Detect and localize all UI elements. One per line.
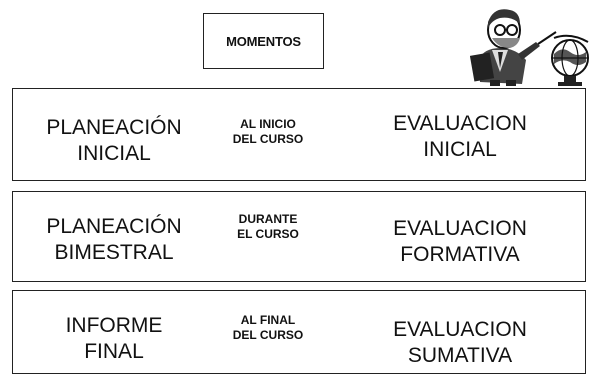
timing-line-1: AL INICIO <box>240 117 296 131</box>
evaluation-line-2: SUMATIVA <box>407 343 513 367</box>
timing-cell: DURANTE EL CURSO <box>213 212 323 242</box>
timing-line-1: DURANTE <box>238 212 298 226</box>
evaluation-line-1: EVALUACION <box>393 112 527 135</box>
timing-line-1: AL FINAL <box>240 313 296 327</box>
planning-line-2: FINAL <box>84 339 144 363</box>
evaluation-cell: EVALUACION SUMATIVA <box>365 317 555 368</box>
momentos-header-box: MOMENTOS <box>203 13 324 69</box>
planning-cell: PLANEACIÓN BIMESTRAL <box>25 214 203 265</box>
planning-line-1: PLANEACIÓN <box>46 215 182 238</box>
evaluation-cell: EVALUACION FORMATIVA <box>365 216 555 267</box>
timing-cell: AL FINAL DEL CURSO <box>213 313 323 343</box>
timing-line-2: DEL CURSO <box>232 132 304 146</box>
evaluation-line-2: FORMATIVA <box>400 242 520 266</box>
planning-cell: INFORME FINAL <box>25 313 203 364</box>
evaluation-line-1: EVALUACION <box>393 217 527 240</box>
planning-line-2: INICIAL <box>77 141 151 165</box>
planning-cell: PLANEACIÓN INICIAL <box>25 115 203 166</box>
planning-line-1: INFORME <box>65 314 163 337</box>
timing-line-2: EL CURSO <box>237 227 299 241</box>
momentos-title: MOMENTOS <box>226 33 301 49</box>
evaluation-line-2: INICIAL <box>423 137 497 161</box>
teacher-with-globe-icon <box>470 9 589 86</box>
moment-row-durante: PLANEACIÓN BIMESTRAL DURANTE EL CURSO EV… <box>12 191 586 282</box>
evaluation-line-1: EVALUACION <box>393 318 527 341</box>
moment-row-final: INFORME FINAL AL FINAL DEL CURSO EVALUAC… <box>12 290 586 374</box>
timing-cell: AL INICIO DEL CURSO <box>213 117 323 147</box>
moment-row-inicio: PLANEACIÓN INICIAL AL INICIO DEL CURSO E… <box>12 88 586 181</box>
timing-line-2: DEL CURSO <box>232 328 304 342</box>
planning-line-1: PLANEACIÓN <box>46 116 182 139</box>
evaluation-cell: EVALUACION INICIAL <box>365 111 555 162</box>
planning-line-2: BIMESTRAL <box>54 240 174 264</box>
